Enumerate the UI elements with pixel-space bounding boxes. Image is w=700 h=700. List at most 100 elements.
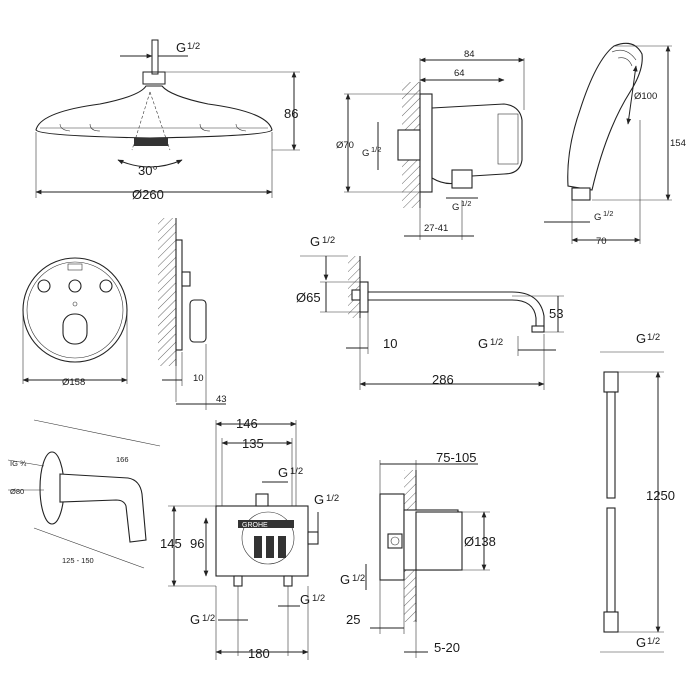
hand-shower-view: Ø100 154 G 1/2 70 <box>544 42 686 247</box>
wall-outlet-range: 27-41 <box>424 223 448 234</box>
showerhead-body <box>35 85 273 139</box>
showerhead-height: 86 <box>284 106 298 121</box>
box-base: 180 <box>248 646 270 661</box>
hose-top-nut <box>603 371 619 393</box>
spout-ig-leader <box>7 459 45 467</box>
box-thread-br-size: 1/2 <box>312 593 325 604</box>
box-thread-bl-size: 1/2 <box>202 613 215 624</box>
hose-bottom-nut <box>603 611 619 633</box>
arm-thread-top-g: G <box>310 234 320 249</box>
side-tile-range: 5-20 <box>434 640 460 655</box>
hose-thread-bottom-g: G <box>636 635 646 650</box>
wall-outlet-body <box>431 103 523 185</box>
arm-drop: 53 <box>549 306 563 321</box>
control-panel-side: 10 43 <box>158 218 227 410</box>
hose-thread-bottom-size: 1/2 <box>647 636 660 647</box>
wall-outlet-width: 84 <box>464 49 475 60</box>
hand-shower-face-2 <box>617 57 633 67</box>
side-thread-g: G <box>340 572 350 587</box>
box-thread-right-g: G <box>314 492 324 507</box>
hand-shower-handle-end <box>571 187 591 201</box>
showerhead-thread-g: G <box>176 40 186 55</box>
wall-outlet-holder <box>497 113 519 165</box>
bath-spout-range: 125 - 150 <box>62 556 94 565</box>
bath-spout-rosette-dia: Ø80 <box>10 487 24 496</box>
side-offset: 25 <box>346 612 360 627</box>
wall-outlet-view: 84 64 Ø70 G 1/2 G 1/2 27-41 <box>336 49 525 240</box>
hose-lower <box>606 507 616 613</box>
box-brand-bar <box>238 520 294 528</box>
shower-arm-wall <box>348 256 360 318</box>
temperature-knob[interactable] <box>62 313 88 345</box>
control-panel-rim <box>26 261 124 359</box>
side-port-ring <box>390 536 400 546</box>
box-chamber-3 <box>278 536 286 558</box>
wall-outlet-g-side: G <box>362 148 369 159</box>
hand-shower-dia-dimension <box>626 65 638 125</box>
arm-thread-top-size: 1/2 <box>322 235 335 246</box>
rough-in-box-side: 75-105 Ø138 G 1/2 25 5-20 <box>340 450 496 658</box>
box-chamber-2 <box>266 536 274 558</box>
box-brand: GROHE <box>242 522 268 529</box>
box-chamber-1 <box>254 536 262 558</box>
wall-outlet-g-bottom-size: 1/2 <box>461 199 471 208</box>
button-2[interactable] <box>68 279 82 293</box>
hand-shower-diameter: Ø100 <box>634 91 657 102</box>
button-1[interactable] <box>37 279 51 293</box>
wall-outlet-g-side-size: 1/2 <box>371 145 381 154</box>
bath-spout-thread: IG ¾ <box>10 459 27 468</box>
hose-upper <box>606 391 616 499</box>
panel-side-wall <box>158 218 176 366</box>
box-thread-bl-g: G <box>190 612 200 627</box>
side-box-cover <box>415 511 463 571</box>
showerhead-view: 30° G 1/2 86 Ø260 <box>35 39 300 202</box>
shower-arm-rosette <box>359 281 369 313</box>
box-right-port <box>307 531 319 545</box>
spout-166-leader <box>33 419 161 447</box>
box-height-outer: 145 <box>160 536 182 551</box>
hand-shower-thread-g: G <box>594 212 601 223</box>
box-thread-right-size: 1/2 <box>326 493 339 504</box>
panel-side-button[interactable] <box>181 271 191 287</box>
hand-shower-face-1 <box>611 49 637 61</box>
side-diameter: Ø138 <box>464 534 496 549</box>
control-panel-plate <box>22 257 128 363</box>
shower-arm-outlet <box>531 325 545 333</box>
rough-in-box-front: GROHE 146 135 G 1/2 G 1/2 145 96 G 1/2 G <box>160 416 339 661</box>
hand-shower-body <box>567 42 643 191</box>
hose-view: G 1/2 1250 G 1/2 <box>600 331 675 653</box>
box-bl-port <box>233 575 243 587</box>
box-thread-br-g: G <box>300 592 310 607</box>
showerhead-pipe <box>151 39 159 75</box>
hose-length: 1250 <box>646 488 675 503</box>
hose-thread-top-size: 1/2 <box>647 332 660 343</box>
bath-spout-view: 166 IG ¾ Ø80 125 - 150 <box>7 419 161 569</box>
arm-thread-end-g: G <box>478 336 488 351</box>
arm-thread-end-size: 1/2 <box>490 337 503 348</box>
wall-outlet-inlet <box>397 129 421 161</box>
arm-length: 286 <box>432 372 454 387</box>
wall-outlet-depth: 64 <box>454 68 465 79</box>
side-depth-range: 75-105 <box>436 450 476 465</box>
showerhead-thread-size: 1/2 <box>187 41 200 52</box>
control-panel-depth: 10 <box>193 373 204 384</box>
box-width-outer: 146 <box>236 416 258 431</box>
shower-arm-tube <box>367 291 545 329</box>
box-mixer-circle <box>241 511 295 565</box>
button-3[interactable] <box>99 279 113 293</box>
box-height-inner: 96 <box>190 536 204 551</box>
arm-rosette-dia: Ø65 <box>296 290 321 305</box>
side-thread-size: 1/2 <box>352 573 365 584</box>
control-panel-diameter: Ø158 <box>62 377 85 388</box>
hand-shower-length: 154 <box>670 138 686 149</box>
control-panel-front: Ø158 <box>22 257 128 388</box>
indicator-dot <box>72 301 78 307</box>
wall-outlet-connector <box>451 169 473 189</box>
showerhead-nozzles <box>59 123 247 132</box>
shower-arm-connector <box>351 289 361 301</box>
box-width-inner: 135 <box>242 436 264 451</box>
showerhead-nut <box>142 71 166 85</box>
box-thread-top-size: 1/2 <box>290 466 303 477</box>
panel-side-knob[interactable] <box>189 299 207 343</box>
